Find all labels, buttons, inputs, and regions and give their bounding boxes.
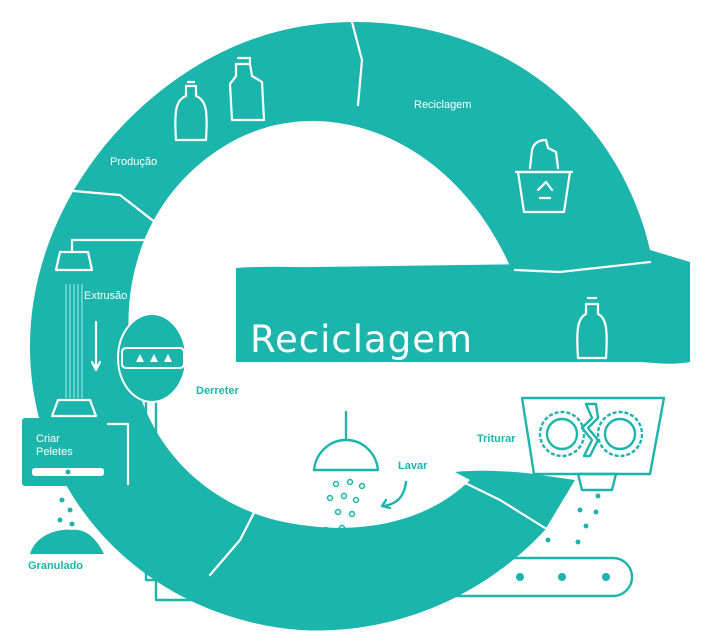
melting-pot-icon (117, 313, 187, 403)
stage-label-reciclagem: Reciclagem (414, 99, 471, 111)
stage-label-derreter: Derreter (196, 385, 240, 397)
shower-head-icon (312, 410, 442, 552)
cycle-ring (29, 20, 691, 631)
stage-label-triturar: Triturar (477, 433, 516, 445)
bottle-icon (174, 80, 208, 142)
diagram-title: Reciclagem (250, 318, 473, 361)
stage-label-producao: Produção (110, 156, 157, 168)
stage-label-extrusao: Extrusão (84, 290, 127, 302)
melt-pipe (144, 228, 292, 612)
divider-right (513, 260, 652, 274)
divider-top (350, 20, 364, 107)
conveyor-belt-icon (346, 493, 634, 598)
shredder-icon (520, 396, 666, 492)
pellet-machine-icon: Criar Peletes (22, 418, 130, 486)
extruder-icon (50, 228, 162, 418)
divider-bottom-right (453, 476, 547, 530)
granules-icon (30, 497, 104, 554)
recycle-bin-icon (514, 138, 574, 214)
divider-left (60, 188, 167, 232)
divider-bottom-left (208, 503, 260, 577)
pellet-machine-label-2: Peletes (36, 446, 73, 458)
funnel-icon (272, 559, 329, 602)
pellet-machine-label-1: Criar (36, 433, 60, 445)
stage-label-lavar: Lavar (398, 460, 428, 472)
detergent-bottle-icon (228, 56, 266, 122)
stage-label-granulado: Granulado (28, 560, 83, 572)
bottle-icon (576, 296, 608, 360)
